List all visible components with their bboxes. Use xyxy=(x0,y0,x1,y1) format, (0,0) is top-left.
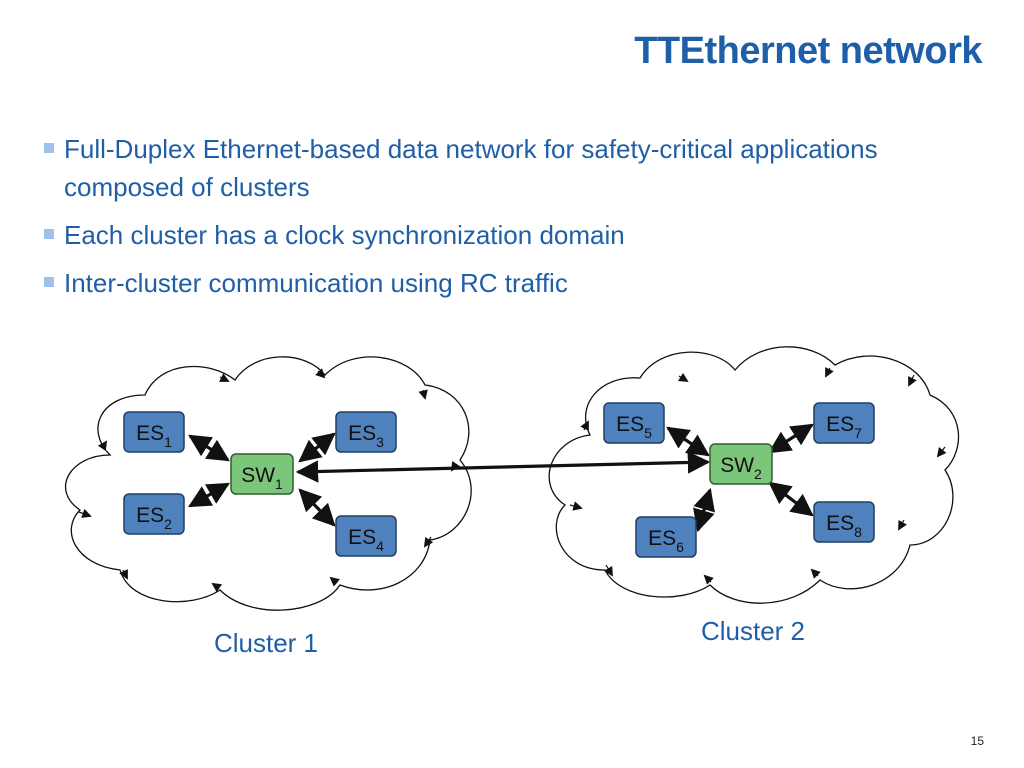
cluster-2-label: Cluster 2 xyxy=(701,616,805,646)
node-es8-label: ES xyxy=(826,512,854,535)
node-es8: ES8 xyxy=(813,501,875,543)
bullet-text: Each cluster has a clock synchronization… xyxy=(64,220,625,250)
node-es7: ES7 xyxy=(813,402,875,444)
node-es3: ES3 xyxy=(335,411,397,453)
svg-text:ES5: ES5 xyxy=(616,413,652,441)
cluster-1-label: Cluster 1 xyxy=(214,628,318,658)
bullet-square-icon xyxy=(44,277,54,287)
node-es4: ES4 xyxy=(335,515,397,557)
node-es4-subscript: 4 xyxy=(376,538,384,554)
inter-cluster-link xyxy=(295,451,711,483)
links-cluster-2 xyxy=(666,423,814,533)
node-es6-label: ES xyxy=(648,527,676,550)
node-es5: ES5 xyxy=(603,402,665,444)
node-es1: ES1 xyxy=(123,411,185,453)
svg-text:ES2: ES2 xyxy=(136,504,172,532)
bullet-item: Inter-cluster communication using RC tra… xyxy=(40,264,940,302)
svg-text:ES6: ES6 xyxy=(648,527,684,555)
node-sw2: SW2 xyxy=(709,443,773,485)
node-sw1-subscript: 1 xyxy=(275,476,283,492)
node-es7-subscript: 7 xyxy=(854,425,862,441)
svg-text:ES7: ES7 xyxy=(826,413,862,441)
node-es8-subscript: 8 xyxy=(854,524,862,540)
svg-text:ES4: ES4 xyxy=(348,526,384,554)
node-es3-label: ES xyxy=(348,422,376,445)
node-es2-subscript: 2 xyxy=(164,516,172,532)
bullet-item: Full-Duplex Ethernet-based data network … xyxy=(40,130,940,206)
node-es4-label: ES xyxy=(348,526,376,549)
node-es5-subscript: 5 xyxy=(644,425,652,441)
bullet-text: Inter-cluster communication using RC tra… xyxy=(64,268,568,298)
bullet-square-icon xyxy=(44,229,54,239)
bullet-list: Full-Duplex Ethernet-based data network … xyxy=(40,130,940,312)
svg-text:SW1: SW1 xyxy=(241,464,283,492)
bullet-item: Each cluster has a clock synchronization… xyxy=(40,216,940,254)
svg-text:SW2: SW2 xyxy=(720,454,762,482)
node-es2: ES2 xyxy=(123,493,185,535)
node-sw2-label: SW xyxy=(720,454,754,477)
bullet-text: Full-Duplex Ethernet-based data network … xyxy=(64,134,878,202)
svg-text:ES8: ES8 xyxy=(826,512,862,540)
node-sw1-label: SW xyxy=(241,464,275,487)
node-es6: ES6 xyxy=(635,516,697,558)
node-es6-subscript: 6 xyxy=(676,539,684,555)
node-es7-label: ES xyxy=(826,413,854,436)
node-es2-label: ES xyxy=(136,504,164,527)
page-number: 15 xyxy=(970,734,984,748)
svg-text:ES1: ES1 xyxy=(136,422,172,450)
slide-title: TTEthernet network xyxy=(634,30,982,72)
cluster-2-cloud-arrows xyxy=(569,366,947,585)
node-es5-label: ES xyxy=(616,413,644,436)
node-es1-label: ES xyxy=(136,422,164,445)
node-sw1: SW1 xyxy=(230,453,294,495)
bullet-square-icon xyxy=(44,143,54,153)
node-es1-subscript: 1 xyxy=(164,434,172,450)
svg-text:ES3: ES3 xyxy=(348,422,384,450)
node-es3-subscript: 3 xyxy=(376,434,384,450)
node-sw2-subscript: 2 xyxy=(754,466,762,482)
